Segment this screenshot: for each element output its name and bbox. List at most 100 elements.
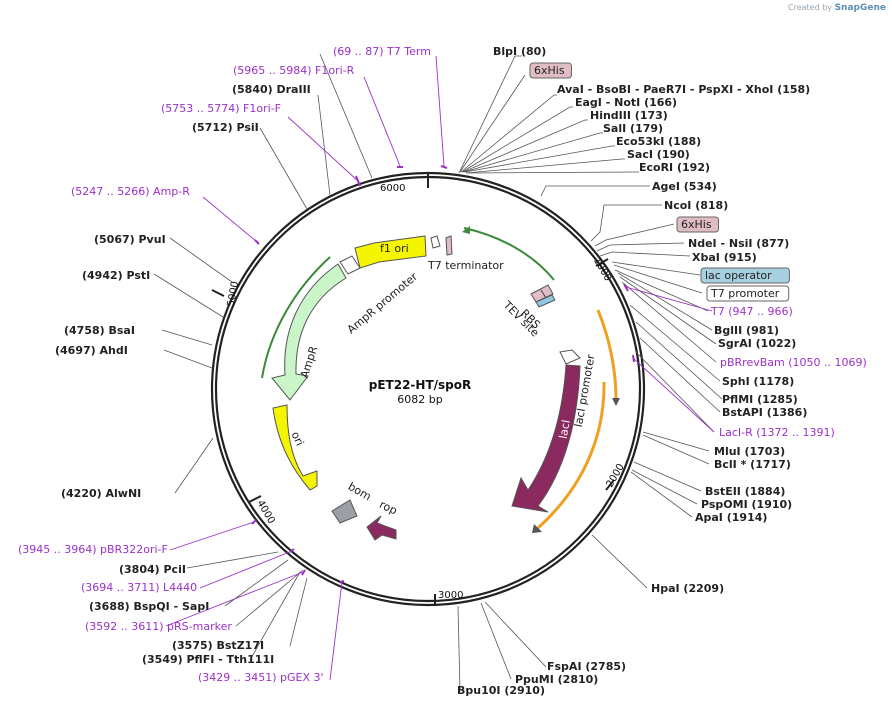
site-label-f1ori_r: (5965 .. 5984) F1ori-R <box>233 64 355 77</box>
site-label-sgrai: SgrAI (1022) <box>718 337 796 350</box>
site-label-bsai: (4758) BsaI <box>64 324 135 337</box>
site-label-lacir: LacI-R (1372 .. 1391) <box>719 426 835 439</box>
laci-shape <box>511 364 581 513</box>
site-label-ahdi: (4697) AhdI <box>55 344 128 357</box>
site-label-alwni: (4220) AlwNI <box>61 487 141 500</box>
site-label-pcii: (3804) PciI <box>119 563 186 576</box>
site-label-pbrrev: pBRrevBam (1050 .. 1069) <box>720 356 867 369</box>
tick-label-1000: 1000 <box>591 256 613 284</box>
site-label-bglii: BglII (981) <box>714 324 779 337</box>
plasmid-size: 6082 bp <box>397 393 442 406</box>
tick-label-2000: 2000 <box>605 462 627 490</box>
site-label-saci: SacI (190) <box>627 148 690 161</box>
feature-graphics <box>261 226 620 541</box>
ampr-shape <box>271 263 347 401</box>
site-label-ppumi: PpuMI (2810) <box>515 673 598 686</box>
orange-head-1 <box>612 398 620 406</box>
site-label-hindiii: HindIII (173) <box>590 109 668 122</box>
site-label-blpi: BlpI (80) <box>493 45 546 58</box>
marker-t7term <box>440 165 448 169</box>
site-label-t7term_site: (69 .. 87) T7 Term <box>333 45 431 58</box>
label-ori: ori <box>289 429 307 447</box>
site-label-agei: AgeI (534) <box>652 180 717 193</box>
laci-promoter-shape <box>559 349 581 365</box>
label-t7-terminator: T7 terminator <box>427 259 504 272</box>
credit-brand: SnapGene <box>834 3 886 13</box>
site-label-pgex: (3429 .. 3451) pGEX 3' <box>198 671 324 684</box>
tick-label-6000: 6000 <box>380 183 405 194</box>
site-labels: (69 .. 87) T7 Term BlpI (80) (5965 .. 5984… <box>18 45 867 697</box>
backbone-outer <box>210 171 646 607</box>
site-label-ncoi: NcoI (818) <box>664 199 728 212</box>
marker-t7 <box>623 283 629 292</box>
tick-4000 <box>248 495 262 503</box>
site-label-f1ori_f: (5753 .. 5774) F1ori-F <box>161 102 281 115</box>
site-label-xbai: XbaI (915) <box>692 251 757 264</box>
site-label-bsteii: BstEII (1884) <box>705 485 785 498</box>
site-label-t7prom: T7 promoter <box>710 287 780 300</box>
site-label-t7_site: T7 (947 .. 966) <box>710 305 793 318</box>
site-label-mlui: MluI (1703) <box>714 445 785 458</box>
site-label-his6_mid: 6xHis <box>681 218 712 231</box>
mcs-tick <box>540 289 547 299</box>
site-label-l4440: (3694 .. 3711) L4440 <box>81 581 197 594</box>
tick-5000 <box>211 289 225 297</box>
site-label-psti: (4942) PstI <box>82 269 150 282</box>
site-label-eco53ki: Eco53kI (188) <box>616 135 701 148</box>
tick-2000 <box>605 479 615 491</box>
orange-line-2 <box>536 381 606 530</box>
site-label-ecori: EcoRI (192) <box>639 161 710 174</box>
site-label-bspqi: (3688) BspQI - SapI <box>89 600 209 613</box>
label-ampr: AmpR <box>298 344 321 380</box>
ampr-promoter-shape <box>339 255 361 275</box>
site-label-ndei: NdeI - NsiI (877) <box>688 237 789 250</box>
mcs-box-1 <box>530 284 554 303</box>
marker-prs <box>301 569 306 576</box>
site-label-pspomi: PspOMI (1910) <box>701 498 792 511</box>
label-box-his6_top <box>529 62 572 79</box>
his6-top-shape <box>445 235 453 256</box>
site-label-lacop: lac operator <box>705 269 772 282</box>
site-label-ava: AvaI - BsoBI - PaeR7I - PspXI - XhoI (15… <box>557 83 810 96</box>
mcs-box-2 <box>535 294 556 308</box>
site-label-apai: ApaI (1914) <box>695 511 767 524</box>
label-f1-ori: f1 ori <box>380 242 409 255</box>
green-head-top <box>462 226 470 234</box>
label-box-t7prom <box>706 285 790 302</box>
bom-shape <box>331 499 358 524</box>
orange-head-2 <box>532 524 542 533</box>
site-label-bcli: BclI * (1717) <box>714 458 791 471</box>
site-label-bstz17i: (3575) BstZ17I <box>172 639 264 652</box>
ampr-outer-line <box>261 256 331 379</box>
site-label-eagi: EagI - NotI (166) <box>575 96 677 109</box>
t7-terminator-shape <box>430 235 441 249</box>
label-box-his6_mid <box>676 216 719 233</box>
leader-lines <box>153 53 723 691</box>
ori-shape <box>272 404 318 491</box>
site-label-pbr322: (3945 .. 3964) pBR322ori-F <box>18 543 168 556</box>
site-label-drai: (5840) DraIII <box>232 83 311 96</box>
site-label-ampr_site: (5247 .. 5266) Amp-R <box>71 185 190 198</box>
tick-1000 <box>595 258 609 267</box>
plasmid-name: pET22-HT/spoR <box>369 378 471 392</box>
tick-label-5000: 5000 <box>226 280 241 307</box>
credit-prefix: Created by <box>788 3 833 12</box>
site-label-fspai: FspAI (2785) <box>547 660 626 673</box>
label-laci: lacI <box>557 419 573 440</box>
site-label-sphi: SphI (1178) <box>722 375 794 388</box>
site-label-pflmi: PflMI (1285) <box>722 393 798 406</box>
label-rop: rop <box>377 498 399 517</box>
site-label-bpu10i: Bpu10I (2910) <box>457 684 545 697</box>
site-label-prs: (3592 .. 3611) pRS-marker <box>85 620 232 633</box>
snapgene-credit: Created by SnapGene <box>788 3 886 13</box>
site-label-psii: (5712) PsiI <box>192 121 259 134</box>
site-label-bstapi: BstAPI (1386) <box>722 406 807 419</box>
label-ampr-promoter: AmpR promoter <box>345 270 421 336</box>
site-label-pflfi: (3549) PflFI - Tth111I <box>142 653 274 666</box>
green-line-top <box>463 227 555 281</box>
rop-shape <box>366 515 397 541</box>
site-label-pvui: (5067) PvuI <box>94 233 166 246</box>
primer-leaders <box>165 55 715 681</box>
tick-label-3000: 3000 <box>438 590 463 601</box>
